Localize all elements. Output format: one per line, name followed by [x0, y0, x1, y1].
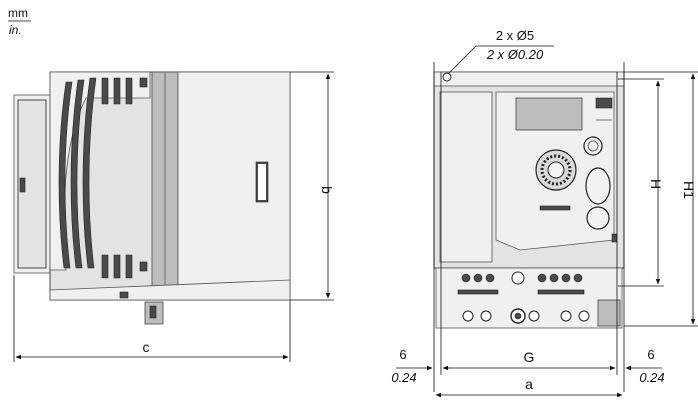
front-mount-foot	[597, 299, 621, 327]
holes-label-mm: 2 x Ø5	[496, 28, 534, 43]
front-terminals-top	[461, 273, 583, 283]
right-gap-in: 0.24	[639, 370, 664, 385]
side-base-clip	[119, 291, 129, 299]
side-top-tab	[139, 77, 148, 88]
front-ground-screw	[511, 271, 525, 285]
unit-inch: in.	[9, 23, 22, 37]
front-top-strip	[433, 71, 625, 87]
front-button-top	[583, 136, 603, 156]
front-view: 2 x Ø5 2 x Ø0.20 H H1 G a 6 0.24 6 0.24	[391, 28, 698, 398]
front-led	[595, 97, 613, 109]
unit-mm: mm	[8, 6, 28, 20]
front-button-oval	[585, 167, 611, 205]
left-gap-mm: 6	[399, 347, 406, 362]
front-button-bottom	[586, 206, 610, 230]
front-terminals-bottom	[462, 308, 590, 324]
dim-c-label: c	[143, 339, 150, 355]
front-display	[515, 97, 583, 131]
holes-leader	[448, 45, 477, 74]
dim-b-label: b	[319, 186, 335, 194]
dim-a-label: a	[525, 376, 533, 392]
front-mount-hole-top	[442, 72, 452, 82]
right-gap-mm: 6	[647, 347, 654, 362]
dim-H1-label: H1	[681, 181, 697, 199]
front-left-panel	[439, 91, 493, 263]
side-cover-latch	[19, 177, 26, 193]
dim-G-label: G	[524, 349, 535, 365]
holes-label-in: 2 x Ø0.20	[486, 47, 544, 62]
front-brand-mark	[539, 205, 571, 211]
left-gap-in: 0.24	[391, 370, 416, 385]
side-housing	[177, 71, 291, 291]
side-view: c b	[13, 71, 335, 362]
side-bottom-tab	[139, 261, 148, 272]
side-fins	[58, 77, 133, 279]
units-label: mm in.	[8, 6, 31, 37]
dim-H-label: H	[648, 179, 664, 189]
